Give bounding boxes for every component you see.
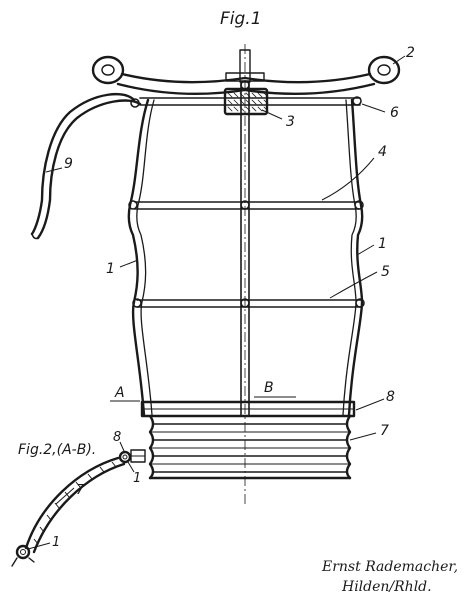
figure-2: Fig.2,(A-B). 8 1 7 1 bbox=[11, 430, 146, 567]
center-bar bbox=[240, 81, 250, 416]
figure-2-title: Fig.2,(A-B). bbox=[18, 442, 96, 458]
fig2-leader-lines bbox=[27, 441, 135, 550]
bottom-ring bbox=[140, 400, 356, 418]
section-arc-hatch bbox=[33, 461, 117, 545]
hanger-bow bbox=[91, 49, 401, 96]
part-label-5: 5 bbox=[381, 264, 390, 280]
section-arc-inner bbox=[32, 462, 126, 554]
fig2-part-label-1-bottom: 1 bbox=[52, 535, 60, 550]
fig2-part-label-8: 8 bbox=[113, 430, 121, 445]
part-label-9: 9 bbox=[64, 156, 73, 172]
signature-block: Ernst Rademacher, Hilden/Rhld. bbox=[321, 559, 458, 595]
figure-1: Fig.1 bbox=[30, 9, 415, 505]
part-label-1-right: 1 bbox=[378, 236, 387, 252]
part-label-1-left: 1 bbox=[106, 261, 115, 277]
section-label-a: A bbox=[114, 385, 125, 401]
section-line-a-b: A B bbox=[110, 380, 296, 402]
fig2-top-rod bbox=[118, 449, 146, 464]
part-label-3: 3 bbox=[286, 114, 295, 130]
signature-name: Ernst Rademacher, bbox=[321, 559, 458, 575]
figure-1-title: Fig.1 bbox=[220, 9, 262, 29]
section-arc-outer bbox=[24, 456, 120, 550]
top-ring-bar bbox=[139, 97, 361, 106]
leader-lines bbox=[45, 55, 406, 441]
side-bar-left bbox=[127, 98, 150, 417]
part-label-8: 8 bbox=[386, 389, 395, 405]
part-label-2: 2 bbox=[406, 45, 415, 61]
side-bar-left-inner bbox=[136, 99, 155, 416]
part-label-4: 4 bbox=[378, 144, 387, 160]
part-label-6: 6 bbox=[390, 105, 399, 121]
signature-place: Hilden/Rhld. bbox=[341, 579, 432, 595]
fig2-bottom-rod bbox=[11, 544, 35, 567]
hook-handle bbox=[30, 93, 142, 240]
rivets bbox=[128, 80, 365, 308]
side-bar-right-inner bbox=[342, 99, 357, 416]
side-bar-right bbox=[347, 98, 364, 417]
fig2-part-label-1-top: 1 bbox=[133, 471, 141, 486]
section-label-b: B bbox=[264, 380, 274, 396]
part-label-7: 7 bbox=[380, 423, 389, 439]
clamp-block bbox=[223, 87, 269, 116]
threaded-socket bbox=[148, 414, 352, 480]
fig2-part-label-7: 7 bbox=[76, 483, 85, 498]
